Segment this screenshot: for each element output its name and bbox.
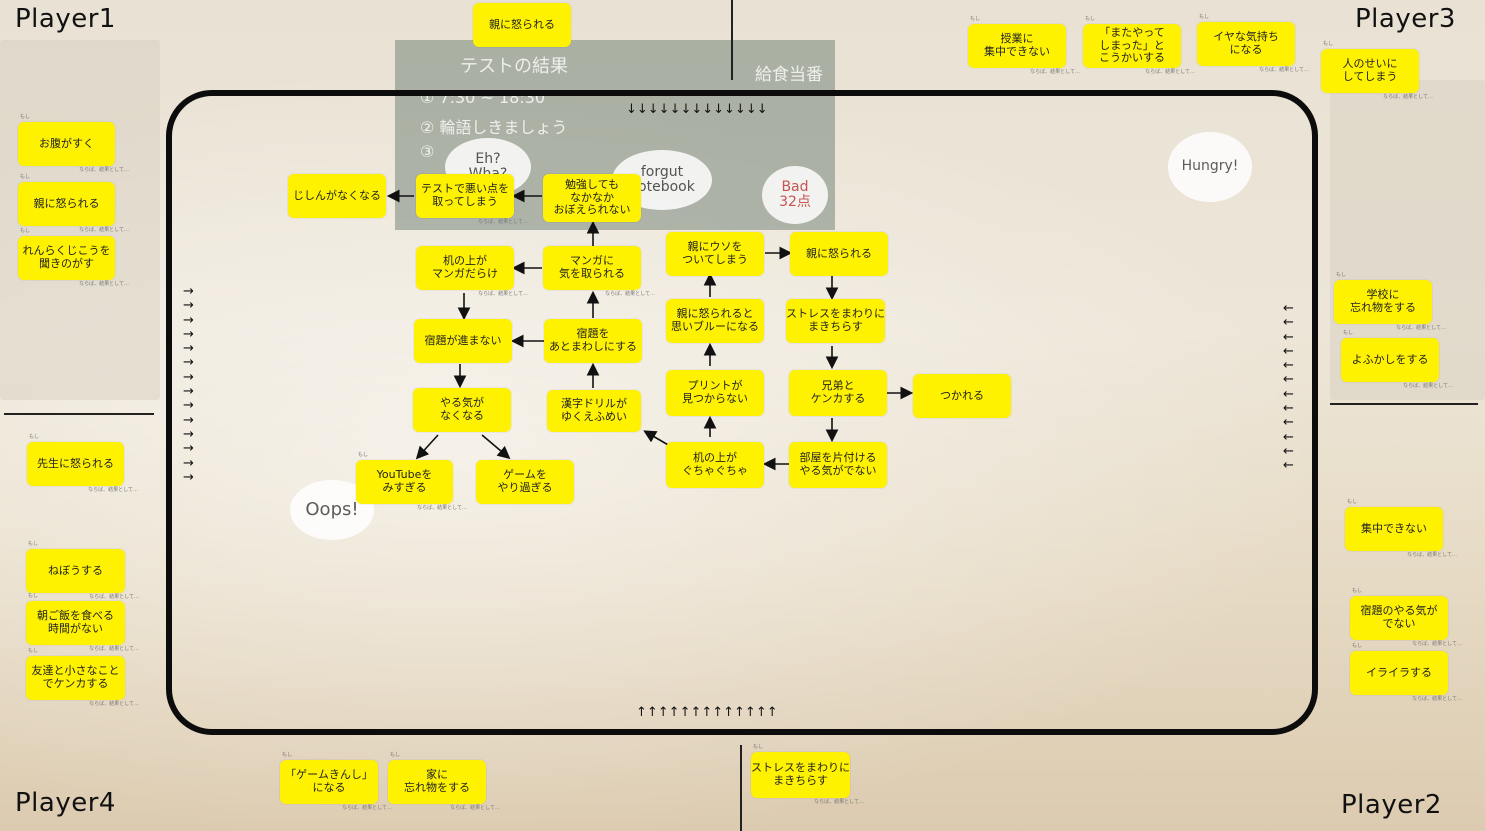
card[interactable]: イヤな気持ち になるもしならば、結果として… [1197,14,1309,74]
right-edge-arrows: ← ← ← ← ← ← ← ← ← ← ← ← [1283,301,1294,474]
chalkboard-line: ② 輪語しきましょう [420,118,568,137]
bottom-edge-arrows: ↑↑↑↑↑↑↑↑↑↑↑↑↑ [636,705,778,720]
card[interactable]: 兄弟と ケンカする [789,370,887,416]
chalkboard-title: テストの結果 [460,56,568,77]
card[interactable]: 漢字ドリルが ゆくえふめい [547,390,641,432]
divider-line [740,745,742,831]
card[interactable]: 勉強しても なかなか おぼえられない [543,174,641,222]
card[interactable]: 宿題が進まない [414,319,512,363]
card[interactable]: 人のせいに してしまうもしならば、結果として… [1321,41,1433,101]
card[interactable]: 友達と小さなこと でケンカするもしならば、結果として… [26,648,139,708]
divider-line [1330,403,1478,405]
player1-label: Player1 [15,4,116,34]
divider-line [4,413,154,415]
chalkboard-line: ③ [420,142,435,161]
lunch-duty-sign: 給食当番 [755,65,823,85]
card[interactable]: YouTubeを みすぎるもしならば、結果として… [356,452,467,512]
card[interactable]: 親にウソを ついてしまう [666,232,764,276]
divider-line [731,0,733,80]
card[interactable]: 家に 忘れ物をするもしならば、結果として… [388,752,500,812]
card[interactable]: 親に怒られると 思いブルーになる [666,299,764,343]
card[interactable]: マンガに 気を取られるならば、結果として… [543,246,655,297]
card[interactable]: 「ゲームきんし」 になるもしならば、結果として… [280,752,392,812]
card[interactable]: 親に怒られる [473,3,571,47]
player3-label: Player3 [1355,4,1456,34]
card[interactable]: ストレスをまわりに まきちらす [786,299,885,343]
play-board-frame [166,90,1318,735]
card[interactable]: つかれる [913,374,1011,418]
card[interactable]: やる気が なくなる [413,388,511,432]
card[interactable]: 先生に怒られるもしならば、結果として… [27,434,138,494]
card[interactable]: れんらくじこうを 聞きのがすもしならば、結果として… [18,228,129,288]
card[interactable]: 宿題を あとまわしにする [544,319,642,363]
card[interactable]: イライラするもしならば、結果として… [1350,643,1462,703]
card[interactable]: 授業に 集中できないもしならば、結果として… [968,16,1080,76]
card[interactable]: 宿題のやる気が でないもしならば、結果として… [1350,588,1462,648]
card[interactable]: 親に怒られる [790,232,888,276]
card[interactable]: ゲームを やり過ぎる [476,460,574,504]
player2-label: Player2 [1341,790,1442,820]
card[interactable]: 親に怒られるもしならば、結果として… [18,174,129,234]
card[interactable]: よふかしをするもしならば、結果として… [1341,330,1453,390]
card[interactable]: プリントが 見つからない [666,370,764,416]
card[interactable]: 朝ご飯を食べる 時間がないもしならば、結果として… [26,593,139,653]
card[interactable]: ねぼうするもしならば、結果として… [26,541,139,601]
card[interactable]: 学校に 忘れ物をするもしならば、結果として… [1334,272,1446,332]
card[interactable]: じしんがなくなる [288,174,386,218]
speech-bubble: Hungry! [1168,132,1252,202]
card[interactable]: テストで悪い点を 取ってしまうならば、結果として… [416,174,528,225]
card[interactable]: 「またやって しまった」と こうかいするもしならば、結果として… [1083,16,1195,76]
card[interactable]: 集中できないもしならば、結果として… [1345,499,1457,559]
player4-label: Player4 [15,788,116,818]
left-edge-arrows: → → → → → → → → → → → → → → [183,284,194,485]
card[interactable]: ストレスをまわりに まきちらすもしならば、結果として… [751,744,864,806]
top-edge-arrows: ↓↓↓↓↓↓↓↓↓↓↓↓↓ [626,102,768,117]
card[interactable]: 机の上が ぐちゃぐちゃ [666,442,764,488]
speech-bubble: Bad 32点 [762,166,828,224]
card[interactable]: 机の上が マンガだらけならば、結果として… [416,246,528,297]
card[interactable]: お腹がすくもしならば、結果として… [18,114,129,174]
card[interactable]: 部屋を片付ける やる気がでない [789,442,887,488]
